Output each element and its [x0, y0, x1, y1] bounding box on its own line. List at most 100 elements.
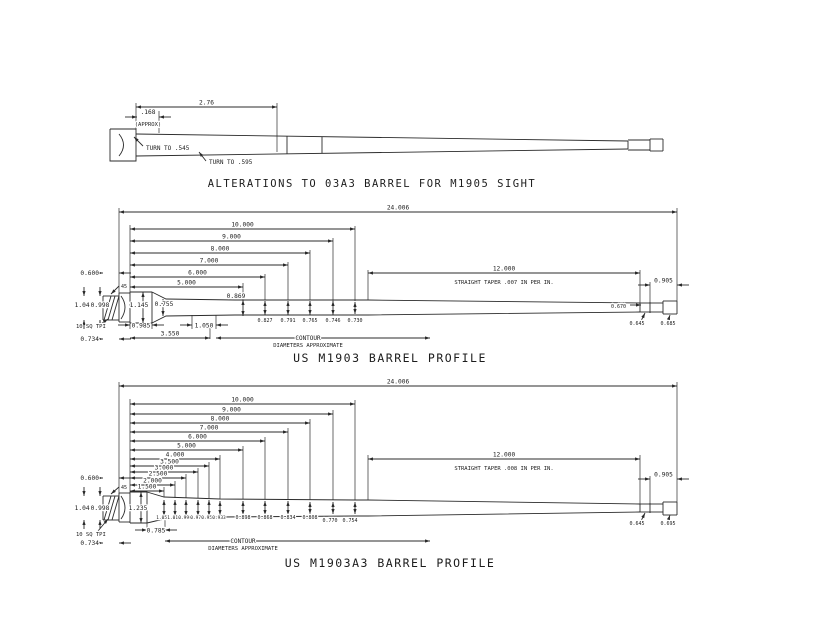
annotation: 0.670 [611, 304, 626, 310]
arrowhead [130, 430, 135, 434]
dim-value: 1.040 [75, 302, 94, 309]
arrowhead [207, 511, 211, 516]
arrowhead [283, 263, 288, 267]
arrowhead [238, 285, 243, 289]
arrowhead [130, 489, 135, 493]
arrowhead [130, 275, 135, 279]
arrowhead [677, 477, 682, 481]
dim-value: 2.500 [149, 471, 168, 478]
arrowhead [162, 511, 166, 516]
dim-value: 3.550 [161, 331, 180, 338]
title-alterations: ALTERATIONS TO 03A3 BARREL FOR M1905 SIG… [208, 178, 537, 190]
arrowhead [308, 502, 312, 507]
arrowhead [353, 509, 357, 514]
arrowhead [159, 489, 164, 493]
arrowhead [130, 421, 135, 425]
dim-value: 2.76 [199, 100, 214, 107]
arrowhead [263, 510, 267, 515]
arrowhead [215, 457, 220, 461]
arrowhead [328, 412, 333, 416]
outline-line [151, 291, 641, 304]
dim-value: 1.500 [138, 484, 157, 491]
dim-value: 12.000 [493, 452, 516, 459]
arrowhead [139, 518, 143, 523]
arrowhead [98, 476, 103, 480]
dim-value: 0.998 [91, 302, 110, 309]
arrowhead [130, 464, 135, 468]
arrowhead [119, 337, 124, 341]
arrowhead [238, 448, 243, 452]
dim-value: 1.235 [129, 505, 148, 512]
dim-value: 0.905 [654, 472, 673, 479]
outline-line [135, 133, 629, 142]
title-m1903-profile: US M1903 BARREL PROFILE [293, 351, 487, 365]
dim-value: 1.145 [130, 302, 149, 309]
dim-value: 6.000 [188, 434, 207, 441]
dim-value: 3.500 [160, 459, 179, 466]
chamber-arc [118, 133, 124, 157]
arrowhead [193, 470, 198, 474]
arrowhead [305, 421, 310, 425]
outline-line [135, 148, 629, 157]
arrowhead [159, 115, 164, 119]
arrowhead [218, 510, 222, 515]
arrowhead [130, 470, 135, 474]
dim-value: 4.000 [166, 452, 185, 459]
dim-value: 0.734 [80, 540, 99, 547]
annotation: 0.645 [629, 321, 644, 327]
arrowhead [130, 483, 135, 487]
annotation: 0.974 [190, 515, 204, 521]
dim-value: 10.000 [231, 222, 254, 229]
arrowhead [328, 239, 333, 243]
annotation: 0.827 [257, 318, 272, 324]
annotation: 0.765 [302, 318, 317, 324]
arrowhead [331, 301, 335, 306]
arrowhead [241, 510, 245, 515]
arrowhead [635, 271, 640, 275]
arrowhead [134, 137, 139, 142]
drawing-m1903-profile: 24.00610.0009.0008.0007.0006.0005.00012.… [73, 203, 689, 350]
annotation: STRAIGHT TAPER .008 IN PER IN. [454, 466, 553, 472]
arrowhead [672, 384, 677, 388]
dim-value: 0.600 [80, 475, 99, 482]
arrowhead [82, 320, 86, 325]
annotation: 0.933 [212, 515, 226, 521]
arrowhead [111, 489, 116, 494]
outline-line [103, 295, 112, 321]
arrowhead [98, 520, 102, 525]
arrowhead [165, 528, 170, 532]
arrowhead [119, 384, 124, 388]
dim-value: 3.000 [155, 465, 174, 472]
dim-value: 24.006 [387, 379, 410, 386]
arrowhead [98, 337, 103, 341]
arrowhead [260, 439, 265, 443]
arrowhead [331, 502, 335, 507]
arrowhead [125, 323, 130, 327]
arrowhead [645, 283, 650, 287]
annotation: 0.730 [347, 318, 362, 324]
dim-value: 7.000 [200, 258, 219, 265]
arrowhead [184, 511, 188, 516]
dim-value: 0.869 [227, 293, 246, 300]
arrowhead [350, 402, 355, 406]
arrowhead [170, 483, 175, 487]
annotation: DIAMETERS APPROXIMATE [208, 546, 278, 552]
dim-value: 5.000 [177, 443, 196, 450]
annotation: 0.808 [302, 515, 317, 521]
arrowhead [132, 115, 137, 119]
arrowhead [425, 539, 430, 543]
arrowhead [141, 318, 145, 323]
arrowhead [165, 539, 170, 543]
dim-value: 0.600 [80, 270, 99, 277]
arrowhead [103, 519, 108, 524]
arrowhead [286, 310, 290, 315]
dim-value: 9.000 [222, 234, 241, 241]
leader-text: TURN TO .545 [146, 145, 190, 152]
annotation: DIAMETERS APPROXIMATE [273, 343, 343, 349]
arrowhead [199, 152, 204, 157]
dim-value: 0.734 [80, 336, 99, 343]
dim-value: 9.000 [222, 407, 241, 414]
arrowhead [331, 509, 335, 514]
annotation: 0.958 [201, 515, 215, 521]
